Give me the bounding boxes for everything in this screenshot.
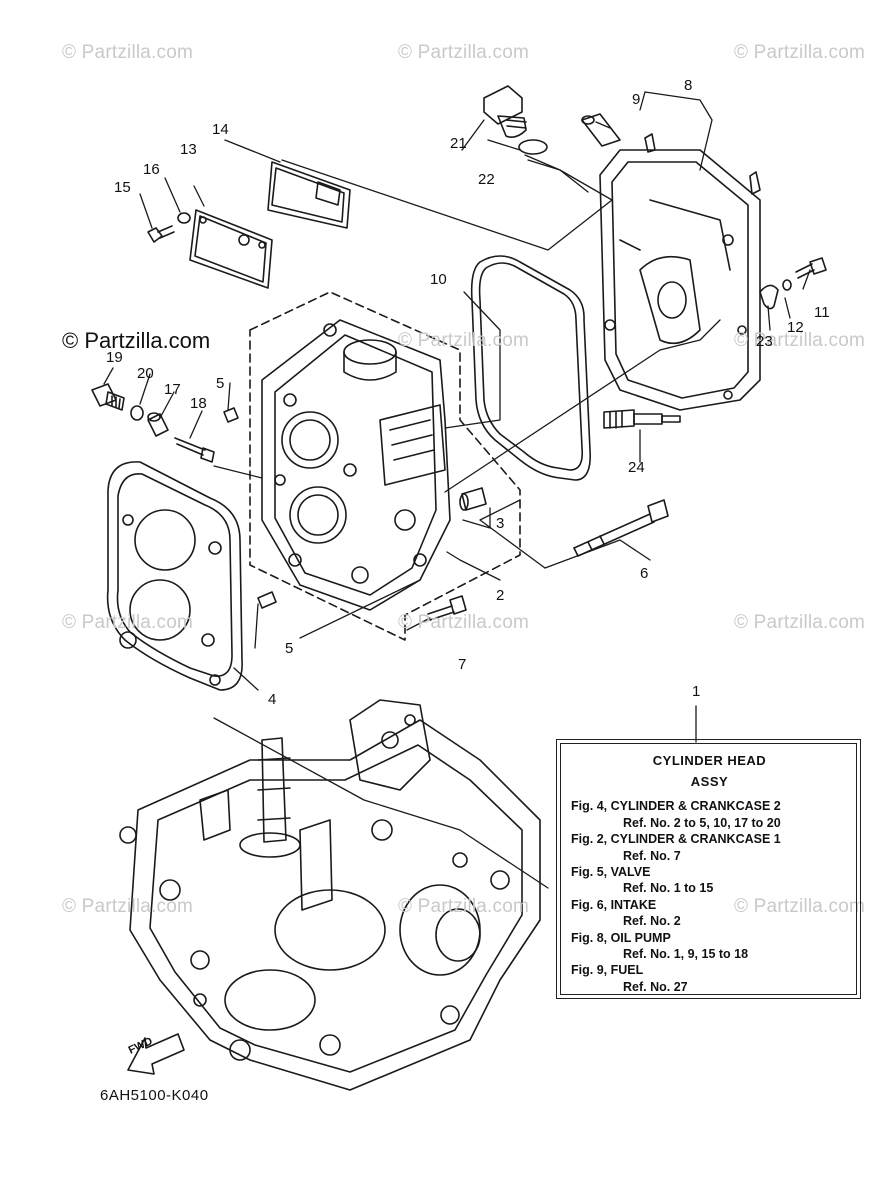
part-14-cover-plate	[267, 161, 351, 229]
reference-fig: Fig. 2, CYLINDER & CRANKCASE 1	[571, 832, 781, 847]
hose-nipple	[644, 133, 656, 153]
part-3-sleeve	[459, 487, 487, 511]
callout-4: 4	[268, 691, 277, 708]
watermark: © Partzilla.com	[734, 612, 866, 633]
watermark: © Partzilla.com	[62, 42, 194, 63]
diagram-code: 6AH5100-K040	[100, 1087, 209, 1104]
part-12-washer	[782, 279, 792, 291]
callout-13: 13	[180, 141, 197, 158]
reference-box-inner: CYLINDER HEAD ASSY Fig. 4, CYLINDER & CR…	[560, 743, 857, 995]
part-11-bolt	[795, 257, 827, 279]
part-19-drain-plug	[91, 383, 125, 411]
watermark: © Partzilla.com	[734, 896, 866, 917]
callout-20: 20	[137, 365, 154, 382]
callout-18: 18	[190, 395, 207, 412]
reference-fig: Fig. 5, VALVE	[571, 865, 651, 880]
reference-fig: Fig. 8, OIL PUMP	[571, 930, 671, 945]
reference-title: CYLINDER HEAD	[652, 753, 767, 768]
part-18-bolt	[174, 437, 215, 463]
reference-ref: Ref. No. 2	[623, 914, 681, 929]
callout-10: 10	[430, 271, 447, 288]
callout-2: 2	[496, 587, 505, 604]
callout-14: 14	[212, 121, 229, 138]
crankcase-assembly	[119, 699, 541, 1091]
callout-12: 12	[787, 319, 804, 336]
part-16-washer	[177, 212, 191, 224]
callout-15: 15	[114, 179, 131, 196]
part-5-pin-lower	[257, 591, 277, 609]
reference-fig: Fig. 9, FUEL	[571, 963, 644, 978]
reference-box: CYLINDER HEAD ASSY Fig. 4, CYLINDER & CR…	[556, 739, 861, 999]
part-5-pin-upper	[223, 407, 239, 423]
callout-21: 21	[450, 135, 467, 152]
part-17-dowel	[147, 412, 169, 437]
part-24-spark-plug	[603, 409, 681, 429]
reference-ref: Ref. No. 27	[623, 979, 688, 994]
watermark: © Partzilla.com	[62, 896, 194, 917]
callout-23: 23	[756, 333, 773, 350]
part-20-o-ring	[130, 405, 144, 421]
reference-ref: Ref. No. 1, 9, 15 to 18	[623, 947, 749, 962]
callout-19: 19	[106, 349, 123, 366]
callout-11: 11	[814, 304, 830, 321]
part-10-cover-gasket	[470, 255, 592, 481]
callout-3: 3	[496, 515, 505, 532]
callout-1: 1	[692, 683, 701, 700]
reference-ref: Ref. No. 2 to 5, 10, 17 to 20	[623, 815, 781, 830]
callout-22: 22	[478, 171, 495, 188]
reference-ref: Ref. No. 7	[623, 848, 681, 863]
watermark: © Partzilla.com	[398, 42, 530, 63]
part-22-o-ring	[518, 139, 548, 155]
reference-fig: Fig. 4, CYLINDER & CRANKCASE 2	[571, 799, 781, 814]
callout-17: 17	[164, 381, 181, 398]
watermark: © Partzilla.com	[734, 330, 866, 351]
part-6-long-bolt	[573, 499, 669, 557]
part-15-bolt	[147, 225, 175, 243]
part-8-head-cover	[599, 149, 761, 411]
callout-5a: 5	[216, 375, 225, 392]
callout-8: 8	[684, 77, 693, 94]
callout-16: 16	[143, 161, 160, 178]
part-23-clip	[759, 284, 779, 310]
reference-fig: Fig. 6, INTAKE	[571, 897, 657, 912]
watermark: © Partzilla.com	[62, 612, 194, 633]
cylinder-head-dashed-boundary	[249, 291, 521, 641]
reference-ref: Ref. No. 1 to 15	[623, 881, 714, 896]
part-4-head-gasket	[106, 461, 243, 691]
reference-subtitle: ASSY	[690, 774, 729, 789]
part-13-gasket-plate	[189, 209, 273, 289]
watermark: © Partzilla.com	[398, 896, 530, 917]
callout-24: 24	[628, 459, 645, 476]
watermark: © Partzilla.com	[398, 330, 530, 351]
leader-lines	[103, 91, 811, 889]
callout-7: 7	[458, 656, 467, 673]
part-9-hose-fitting	[581, 113, 621, 147]
watermark: © Partzilla.com	[734, 42, 866, 63]
callout-5b: 5	[285, 640, 294, 657]
part-7-bolt	[427, 595, 467, 621]
watermark: © Partzilla.com	[398, 612, 530, 633]
callout-9: 9	[632, 91, 641, 108]
part-2-cylinder-head	[261, 319, 451, 611]
hose-nipple-2	[749, 171, 761, 195]
fwd-arrow	[127, 1033, 185, 1075]
part-21-oil-cap	[483, 85, 527, 138]
watermark-dark: © Partzilla.com	[62, 328, 211, 353]
callout-6: 6	[640, 565, 649, 582]
